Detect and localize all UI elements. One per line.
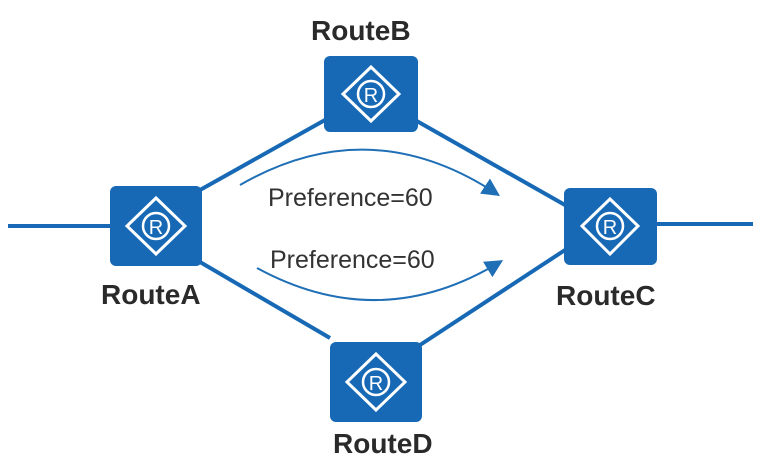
router-b-label: RouteB (311, 15, 411, 46)
router-icon: R (579, 196, 641, 257)
lower-preference-label: Preference=60 (270, 246, 435, 274)
router-c-icon-letter: R (603, 217, 617, 239)
router-b: R (324, 56, 418, 132)
router-a: R (110, 186, 202, 266)
router-a-label: RouteA (101, 279, 201, 310)
lower-path-arrow (256, 260, 504, 302)
link-a-d (198, 260, 332, 340)
link-a-b (199, 118, 326, 192)
router-icon: R (124, 195, 188, 257)
router-b-body (324, 56, 418, 132)
router-d-body (330, 342, 422, 422)
link-d-c (418, 248, 567, 347)
links (8, 118, 753, 347)
router-icon: R (344, 351, 408, 413)
router-a-icon-letter: R (149, 217, 163, 239)
router-c-label: RouteC (556, 280, 656, 311)
upper-preference-label: Preference=60 (268, 184, 433, 212)
router-icon: R (340, 64, 402, 124)
router-a-body (110, 186, 202, 266)
router-c-body (564, 188, 657, 265)
router-d-icon-letter: R (369, 373, 383, 395)
router-c: R (564, 188, 657, 265)
router-d: R (330, 342, 422, 422)
upper-path-arrow (239, 148, 501, 196)
router-d-label: RouteD (333, 428, 433, 459)
router-b-icon-letter: R (364, 85, 378, 107)
link-b-c (414, 118, 566, 207)
